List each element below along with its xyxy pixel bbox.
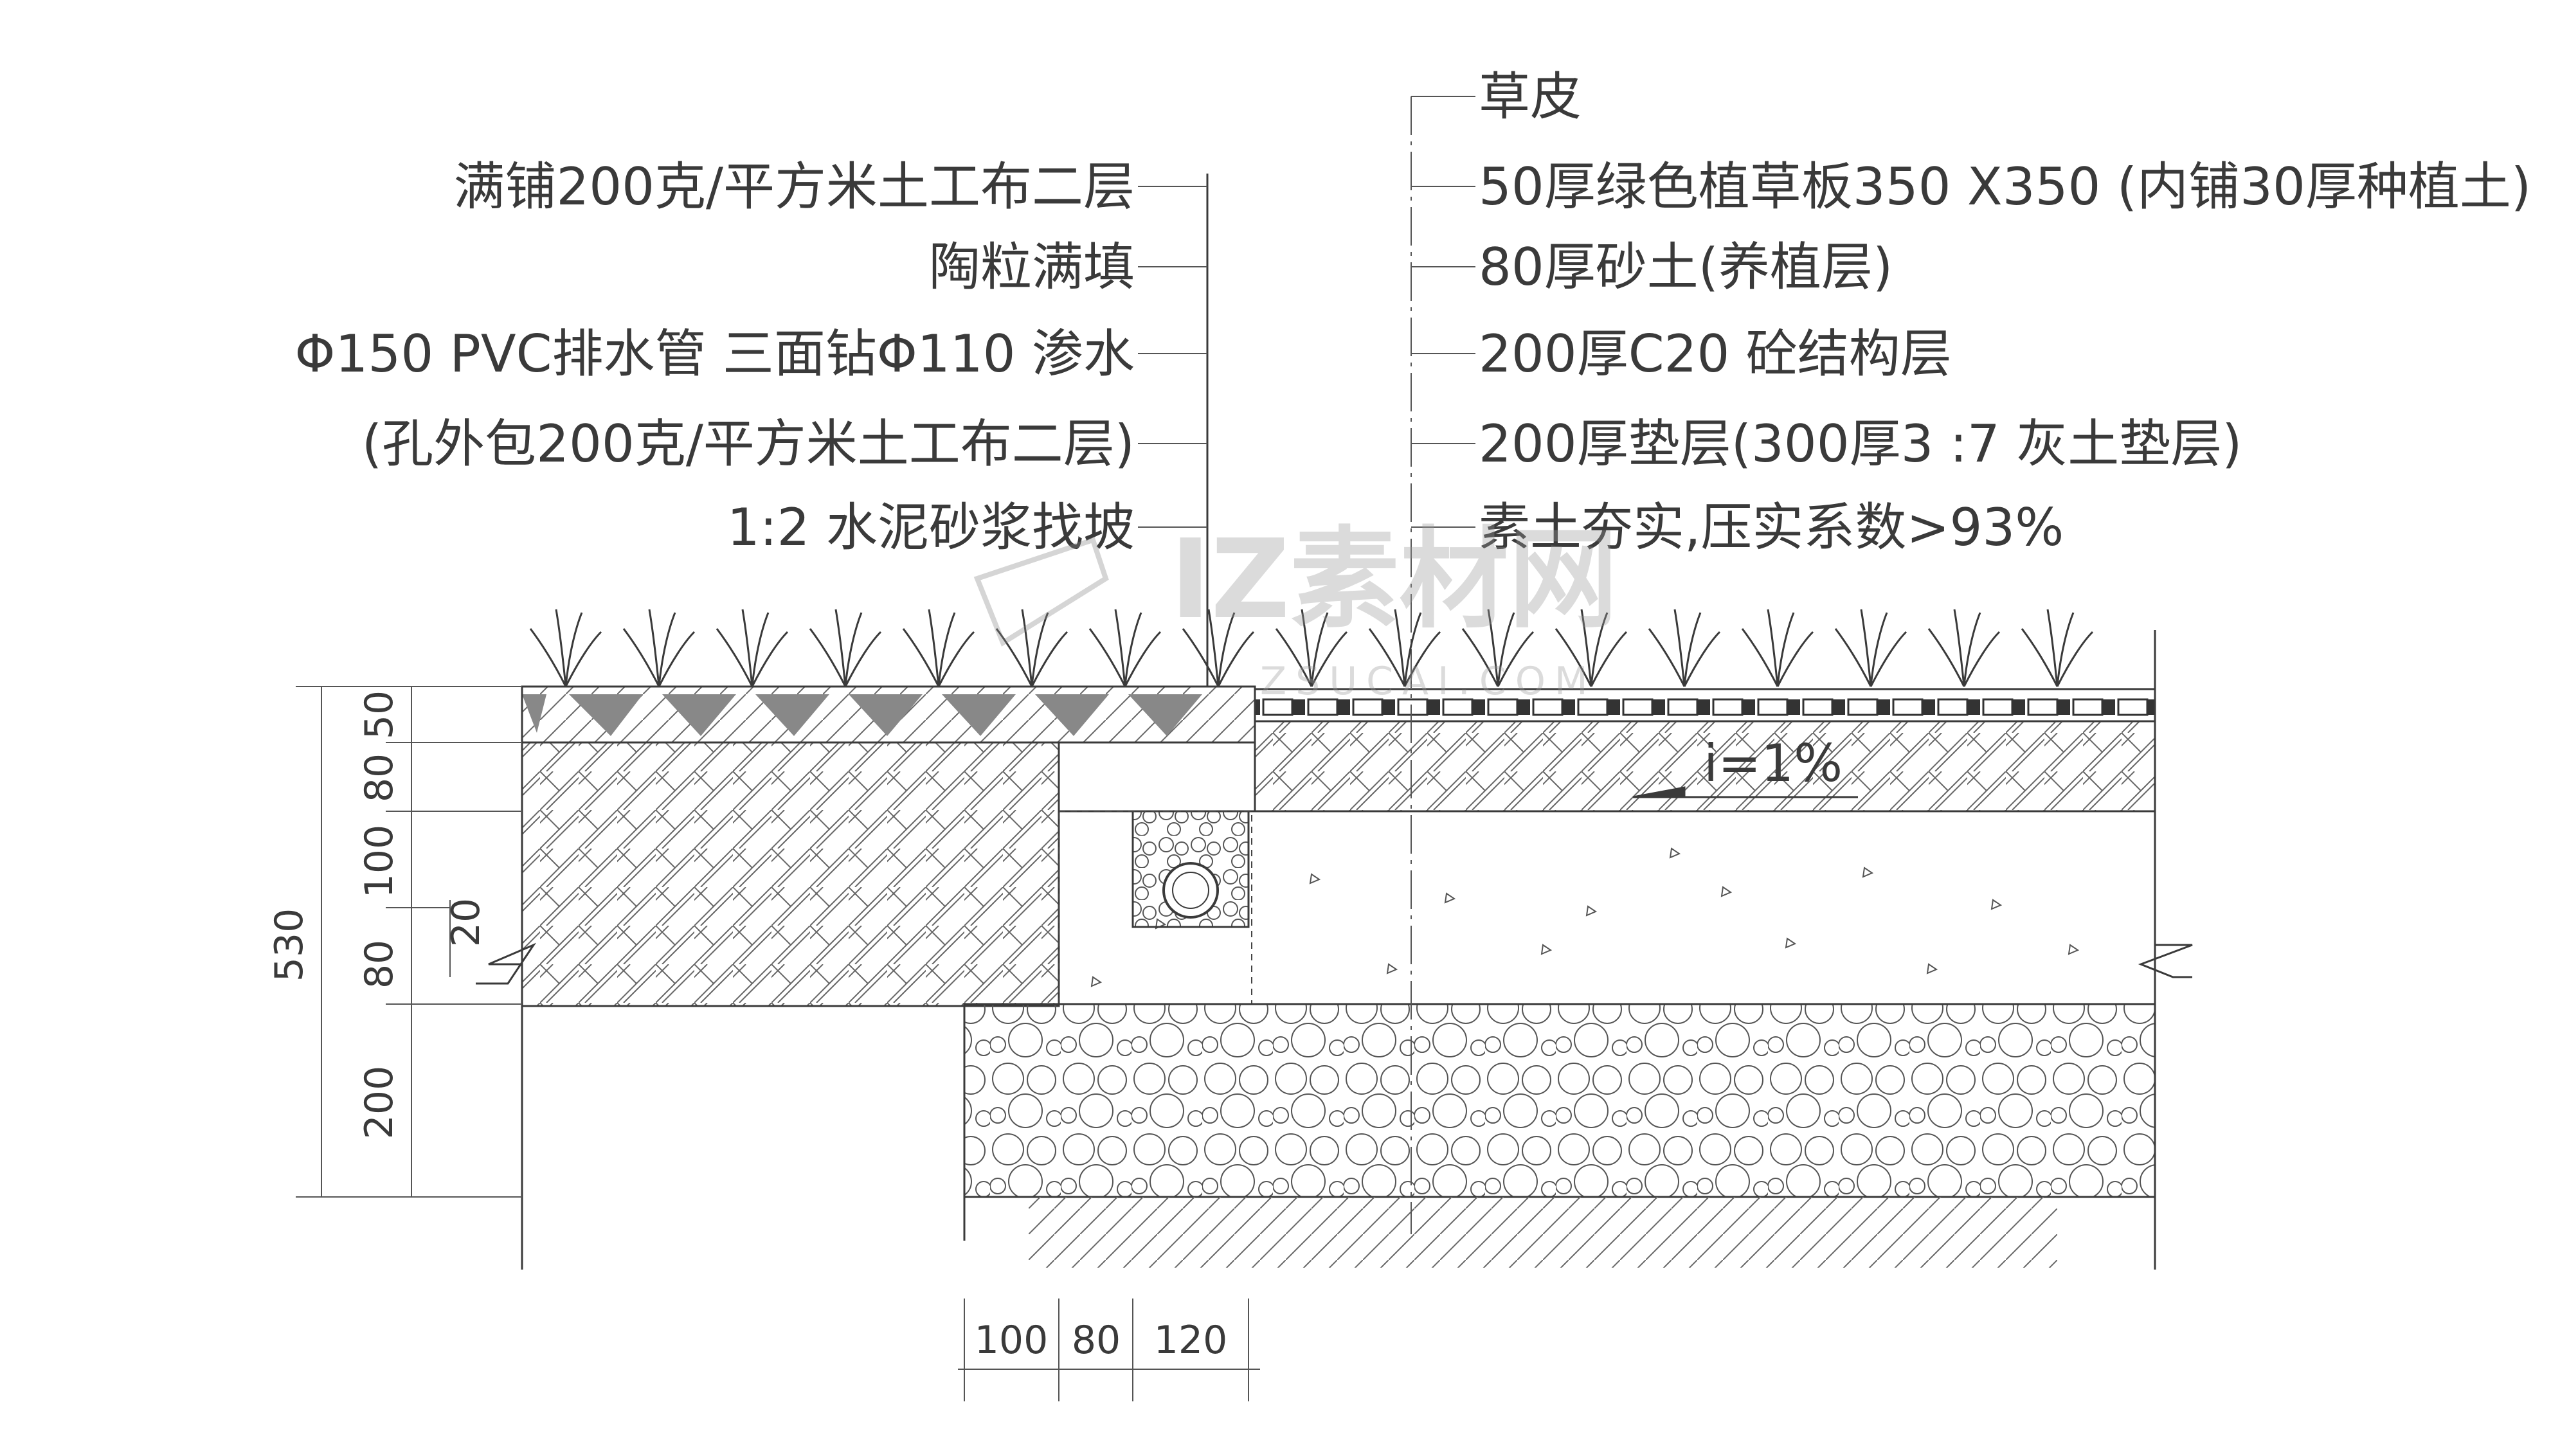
grass-tuft bbox=[1461, 609, 1535, 687]
label-grass-board: 50厚绿色植草板350 X350 (内铺30厚种植土) bbox=[1479, 157, 2531, 217]
label-cushion: 200厚垫层(300厚3 :7 灰土垫层) bbox=[1479, 414, 2242, 474]
dim-total: 530 bbox=[267, 908, 312, 982]
watermark: IZ素材网 ZSUCAI.COM bbox=[973, 516, 1618, 704]
dim-part-100: 100 bbox=[357, 825, 402, 899]
left-v-shapes bbox=[522, 694, 1202, 736]
label-sand-soil: 80厚砂土(养植层) bbox=[1479, 237, 1893, 297]
grass-tuft bbox=[1741, 609, 1814, 687]
right-leaders bbox=[1411, 96, 1475, 528]
watermark-logo-icon bbox=[973, 536, 1109, 647]
grass-tuft bbox=[902, 609, 975, 687]
dim-part-80a: 80 bbox=[357, 753, 402, 802]
slope-arrow bbox=[1632, 786, 1858, 798]
left-dimension-lines bbox=[296, 686, 522, 1198]
label-drain-pipe: Φ150 PVC排水管 三面钻Φ110 渗水 bbox=[295, 324, 1135, 384]
watermark-brand: IZ素材网 bbox=[1170, 516, 1618, 643]
grass-tuft bbox=[1648, 609, 1721, 687]
grass-tuft bbox=[1834, 609, 1907, 687]
label-geotextile: 满铺200克/平方米土工布二层 bbox=[453, 157, 1135, 217]
grass-tuft bbox=[529, 609, 602, 687]
trench-dashed-outline bbox=[1058, 811, 1252, 1005]
rammed-earth bbox=[1029, 1197, 2057, 1268]
label-mortar-slope: 1:2 水泥砂浆找坡 bbox=[727, 498, 1135, 557]
grass-tuft bbox=[1275, 609, 1348, 687]
dim-offset: 20 bbox=[444, 898, 489, 947]
bottom-dimension-lines bbox=[958, 1299, 1260, 1401]
label-rammed-earth: 素土夯实,压实系数>93% bbox=[1479, 498, 2064, 557]
left-soil-layer bbox=[521, 741, 1060, 1007]
grass-plants bbox=[529, 609, 2094, 687]
label-ceramsite: 陶粒满填 bbox=[929, 237, 1135, 297]
grass-tuft bbox=[1182, 609, 1255, 687]
cushion-layer bbox=[963, 1003, 2156, 1198]
dim-part-80b: 80 bbox=[357, 940, 402, 989]
slope-label: i=1% bbox=[1704, 733, 1843, 793]
left-leaders bbox=[1138, 186, 1207, 528]
pvc-drain-pipe bbox=[1162, 862, 1219, 919]
dim-bottom-100: 100 bbox=[975, 1318, 1049, 1363]
dim-part-200: 200 bbox=[357, 1066, 402, 1140]
grass-tuft bbox=[1088, 609, 1162, 687]
grass-tuft bbox=[1927, 609, 2001, 687]
grass-tuft bbox=[2021, 609, 2094, 687]
grass-tuft bbox=[995, 609, 1068, 687]
grass-tuft bbox=[622, 609, 696, 687]
grass-tuft bbox=[1555, 609, 1628, 687]
dim-part-50: 50 bbox=[357, 690, 402, 739]
grass-tuft bbox=[1368, 609, 1441, 687]
watermark-url: ZSUCAI.COM bbox=[1260, 659, 1597, 704]
label-concrete: 200厚C20 砼结构层 bbox=[1479, 324, 1952, 384]
label-turf: 草皮 bbox=[1479, 67, 1582, 127]
label-pipe-wrap: (孔外包200克/平方米土工布二层) bbox=[362, 414, 1135, 474]
dim-bottom-120: 120 bbox=[1154, 1318, 1228, 1363]
grass-tuft bbox=[809, 609, 882, 687]
grass-tuft bbox=[716, 609, 789, 687]
dim-bottom-80: 80 bbox=[1072, 1318, 1121, 1363]
